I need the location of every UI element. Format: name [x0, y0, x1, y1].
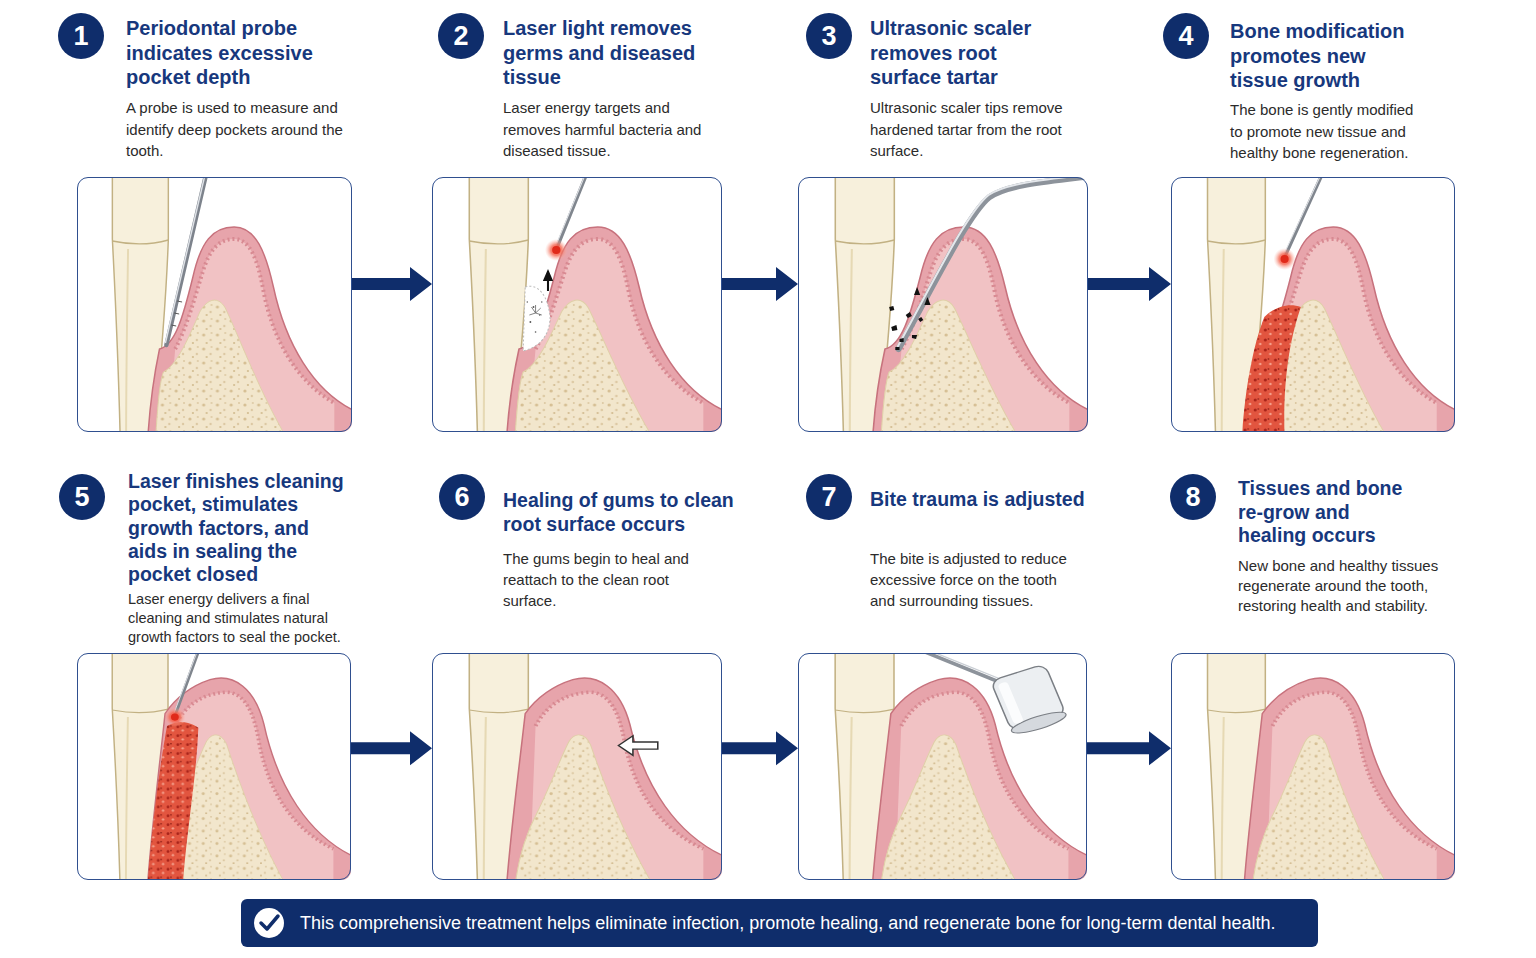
panel-illustration	[835, 172, 1098, 439]
step-number: 6	[439, 474, 485, 520]
step-heading: Tissues and bone re-grow and healing occ…	[1238, 477, 1410, 548]
flow-arrow	[722, 267, 798, 301]
gum	[147, 678, 351, 880]
step-number-badge: 4	[1163, 13, 1209, 59]
step-panel: Bone modification promotes new tissue gr…	[1171, 177, 1455, 432]
flow-arrow	[351, 731, 432, 765]
summary-banner: This comprehensive treatment helps elimi…	[241, 899, 1318, 947]
gum	[873, 227, 1088, 432]
pointer-arrow	[618, 736, 657, 756]
gum	[507, 227, 722, 432]
gum	[148, 227, 352, 432]
step-heading: Periodontal probe indicates excessive po…	[126, 16, 331, 90]
step-description: The bite is adjusted to reduce excessive…	[870, 548, 1078, 611]
periodontal-probe	[165, 177, 206, 345]
summary-text: This comprehensive treatment helps elimi…	[300, 911, 1276, 935]
regenerating-tissue	[1242, 305, 1301, 432]
bone	[156, 300, 288, 432]
step-panel: Laser light removes germs and diseased t…	[432, 177, 722, 432]
bone	[515, 735, 654, 880]
laser-tip	[1273, 177, 1323, 270]
step-number: 5	[59, 474, 105, 520]
step-number: 4	[1163, 13, 1209, 59]
step-description: New bone and healthy tissues regenerate …	[1238, 556, 1450, 616]
step-panel: Healing of gums to clean root surface oc…	[432, 653, 722, 880]
bone	[1252, 735, 1388, 880]
bone	[881, 300, 1020, 432]
step-panel: Tissues and bone re-grow and healing occ…	[1171, 653, 1455, 880]
flow-arrow	[352, 267, 432, 301]
tartar-debris	[889, 287, 930, 350]
step-heading: Ultrasonic scaler removes root surface t…	[870, 16, 1065, 90]
step-description: Laser energy targets and removes harmful…	[503, 97, 713, 162]
panel-illustration	[1208, 649, 1461, 887]
step-number: 3	[806, 13, 852, 59]
step-panel: Ultrasonic scaler removes root surface t…	[798, 177, 1088, 432]
step-number-badge: 8	[1170, 474, 1216, 520]
step-number-badge: 1	[58, 13, 104, 59]
panel-illustration	[112, 649, 356, 887]
step-panel: Bite trauma is adjustedThe bite is adjus…	[798, 653, 1087, 880]
step-description: The gums begin to heal and reattach to t…	[503, 548, 703, 611]
flow-arrow	[722, 731, 798, 765]
step-description: The bone is gently modified to promote n…	[1230, 99, 1430, 164]
direction-arrow	[543, 269, 553, 291]
regenerating-tissue	[147, 722, 198, 880]
step-number-badge: 6	[439, 474, 485, 520]
step-heading: Healing of gums to clean root surface oc…	[503, 488, 743, 536]
step-number: 2	[438, 13, 484, 59]
debris	[527, 301, 543, 333]
flow-arrow	[1087, 731, 1171, 765]
ultrasonic-scaler	[897, 177, 1088, 349]
step-heading: Laser finishes cleaning pocket, stimulat…	[128, 470, 350, 586]
step-number-badge: 3	[806, 13, 852, 59]
panel-illustration	[1208, 172, 1461, 439]
gum	[507, 678, 722, 880]
step-description: Ultrasonic scaler tips remove hardened t…	[870, 97, 1073, 162]
step-panel: Periodontal probe indicates excessive po…	[77, 177, 352, 432]
flow-arrow	[1088, 267, 1171, 301]
panel-illustration	[112, 172, 357, 439]
step-number-badge: 2	[438, 13, 484, 59]
gum	[1244, 678, 1455, 880]
laser-tip	[164, 653, 199, 727]
dental-handpiece	[917, 653, 1069, 737]
panel-illustration	[835, 646, 1092, 886]
step-number: 7	[806, 474, 852, 520]
step-number-badge: 5	[59, 474, 105, 520]
cleared-pocket	[523, 286, 550, 351]
panel-illustration	[469, 172, 727, 439]
step-heading: Laser light removes germs and diseased t…	[503, 16, 708, 90]
step-description: Laser energy delivers a final cleaning a…	[128, 590, 354, 647]
step-heading: Bite trauma is adjusted	[870, 487, 1110, 511]
check-icon	[254, 908, 284, 938]
step-panel: Laser finishes cleaning pocket, stimulat…	[77, 653, 351, 880]
bone	[881, 735, 1019, 880]
step-number: 1	[58, 13, 104, 59]
step-description: A probe is used to measure and identify …	[126, 97, 348, 162]
step-number-badge: 7	[806, 474, 852, 520]
laser-tip	[545, 177, 587, 261]
step-heading: Bone modification promotes new tissue gr…	[1230, 19, 1415, 93]
panel-illustration	[469, 649, 727, 887]
step-number: 8	[1170, 474, 1216, 520]
